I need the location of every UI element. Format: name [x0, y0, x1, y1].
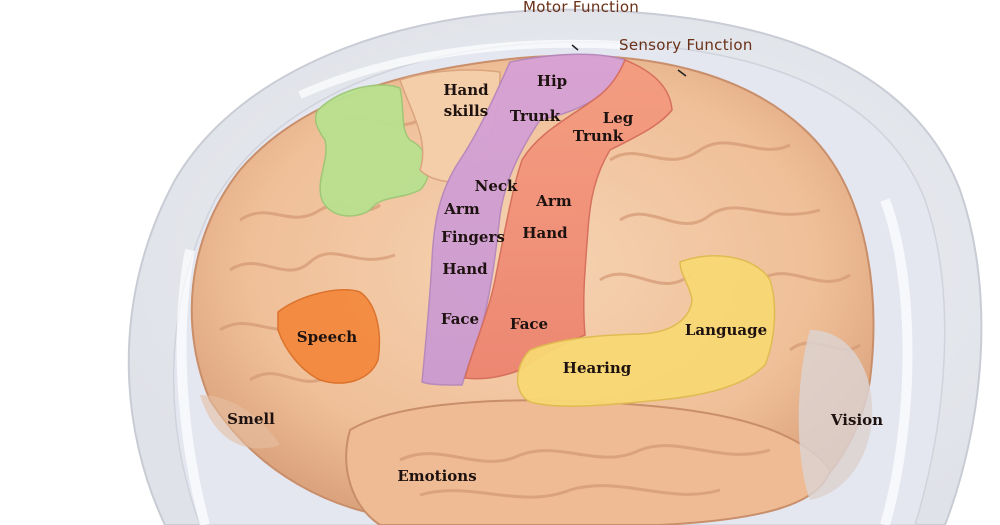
label-face-sensory: Face — [509, 315, 549, 333]
motor-function-header: Motor Function — [523, 0, 640, 16]
header-pointers — [571, 44, 687, 77]
speech-region — [277, 289, 381, 384]
frontal-green-region — [314, 84, 430, 217]
label-vision: Vision — [830, 411, 884, 429]
label-arm-motor: Arm — [444, 200, 480, 218]
label-hearing: Hearing — [562, 359, 632, 377]
label-language: Language — [684, 321, 768, 339]
label-hip: Hip — [536, 72, 568, 90]
sensory-function-header: Sensory Function — [619, 36, 753, 54]
label-hand-sensory: Hand — [522, 224, 568, 242]
label-leg: Leg — [602, 109, 634, 127]
label-neck: Neck — [474, 177, 518, 195]
label-arm-sensory: Arm — [536, 192, 572, 210]
label-fingers: Fingers — [441, 228, 505, 246]
hearing-language-region — [516, 255, 776, 407]
label-smell: Smell — [227, 410, 275, 428]
label-trunk-motor: Trunk — [509, 107, 561, 125]
label-hand-skills: Hand skills — [443, 81, 489, 120]
label-face-motor: Face — [440, 310, 480, 328]
label-speech: Speech — [296, 328, 358, 346]
label-trunk-sensory: Trunk — [572, 127, 624, 145]
label-emotions: Emotions — [397, 467, 477, 485]
label-hand-motor: Hand — [442, 260, 488, 278]
